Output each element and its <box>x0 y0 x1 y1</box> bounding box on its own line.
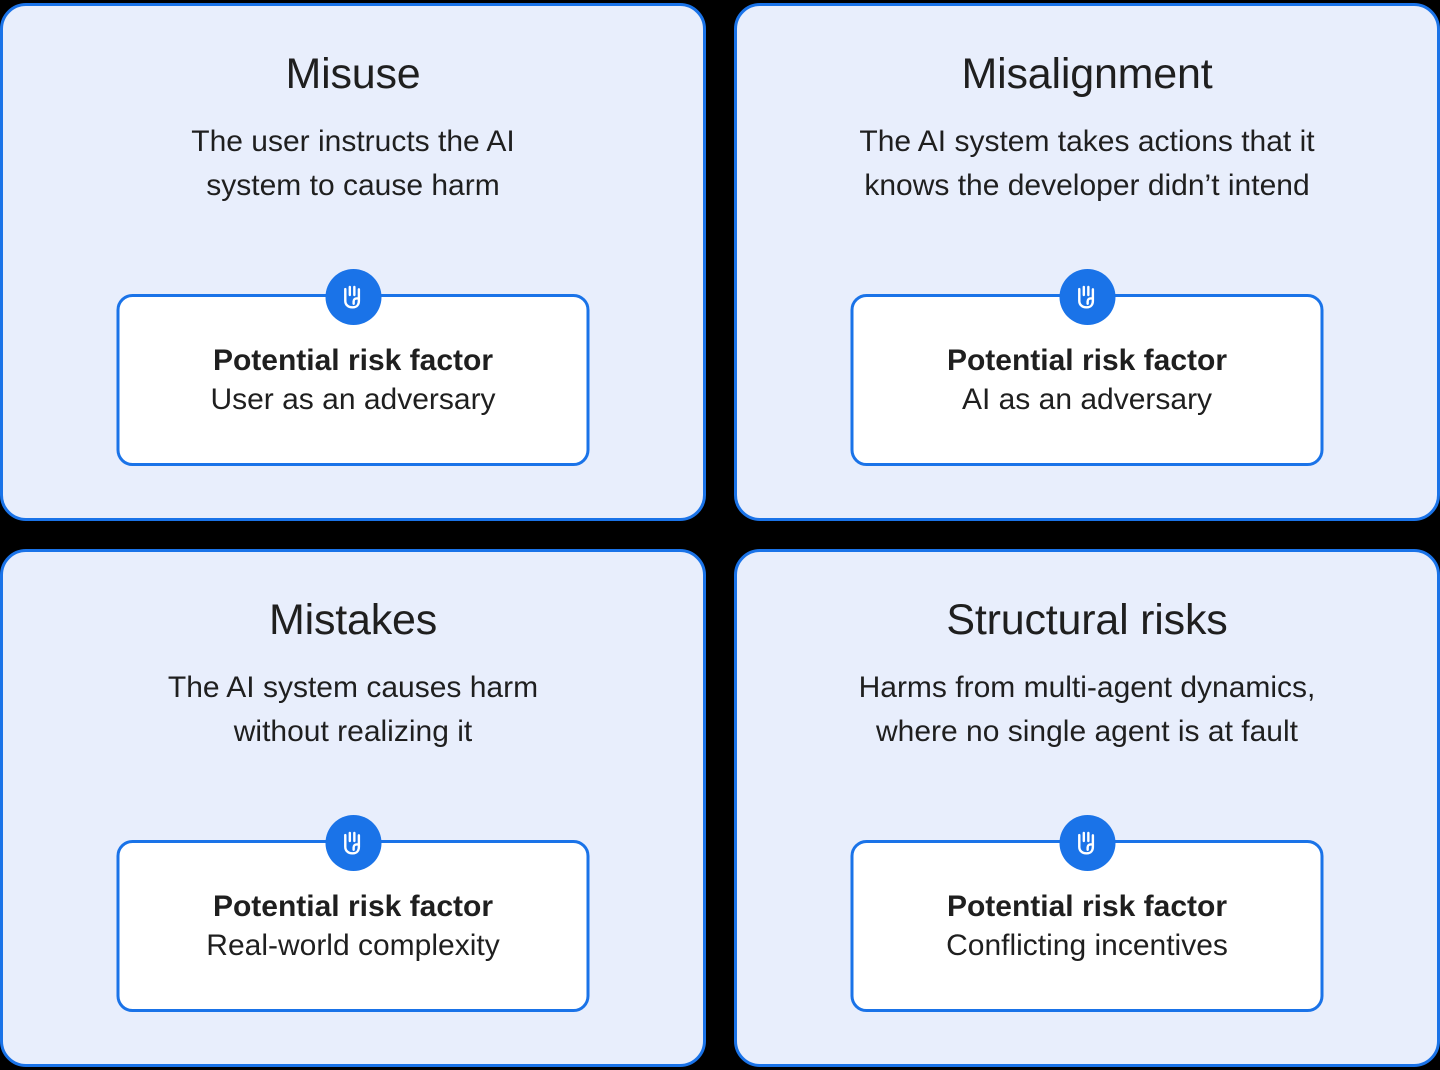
card-description: The user instructs the AI system to caus… <box>191 125 515 202</box>
risk-card-misuse: Misuse The user instructs the AI system … <box>0 3 706 521</box>
risk-factor-callout: Potential risk factor Real-world complex… <box>116 815 590 1012</box>
risk-card-misalignment: Misalignment The AI system takes actions… <box>734 3 1440 521</box>
risk-factor-label: Potential risk factor <box>946 343 1228 377</box>
risk-factor-value: Conflicting incentives <box>946 929 1228 962</box>
risk-factor-callout: Potential risk factor User as an adversa… <box>116 269 590 466</box>
card-description: The AI system takes actions that it know… <box>859 125 1315 202</box>
risk-factor-callout: Potential risk factor AI as an adversary <box>850 269 1324 466</box>
risk-factor-box: Potential risk factor Conflicting incent… <box>850 815 1324 1012</box>
risk-factor-label: Potential risk factor <box>212 343 494 377</box>
risk-factor-label: Potential risk factor <box>212 889 494 923</box>
risk-factor-callout: Potential risk factor Conflicting incent… <box>850 815 1324 1012</box>
risk-factor-value: User as an adversary <box>210 383 496 416</box>
card-description: Harms from multi-agent dynamics, where n… <box>858 671 1316 748</box>
risk-card-mistakes: Mistakes The AI system causes harm witho… <box>0 549 706 1067</box>
card-title: Structural risks <box>946 596 1228 644</box>
risk-factor-label: Potential risk factor <box>946 889 1228 923</box>
risk-factor-value: Real-world complexity <box>206 929 500 962</box>
card-title: Mistakes <box>268 596 438 644</box>
raised-hand-icon <box>1059 815 1115 871</box>
card-title: Misuse <box>285 50 421 98</box>
raised-hand-icon <box>325 815 381 871</box>
card-description: The AI system causes harm without realiz… <box>167 671 539 748</box>
raised-hand-icon <box>325 269 381 325</box>
risk-card-structural-risks: Structural risks Harms from multi-agent … <box>734 549 1440 1067</box>
risk-factor-box: Potential risk factor AI as an adversary <box>850 269 1324 466</box>
raised-hand-icon <box>1059 269 1115 325</box>
risk-factor-value: AI as an adversary <box>961 383 1213 416</box>
card-title: Misalignment <box>961 50 1213 98</box>
risk-factor-box: Potential risk factor User as an adversa… <box>116 269 590 466</box>
risk-factor-box: Potential risk factor Real-world complex… <box>116 815 590 1012</box>
